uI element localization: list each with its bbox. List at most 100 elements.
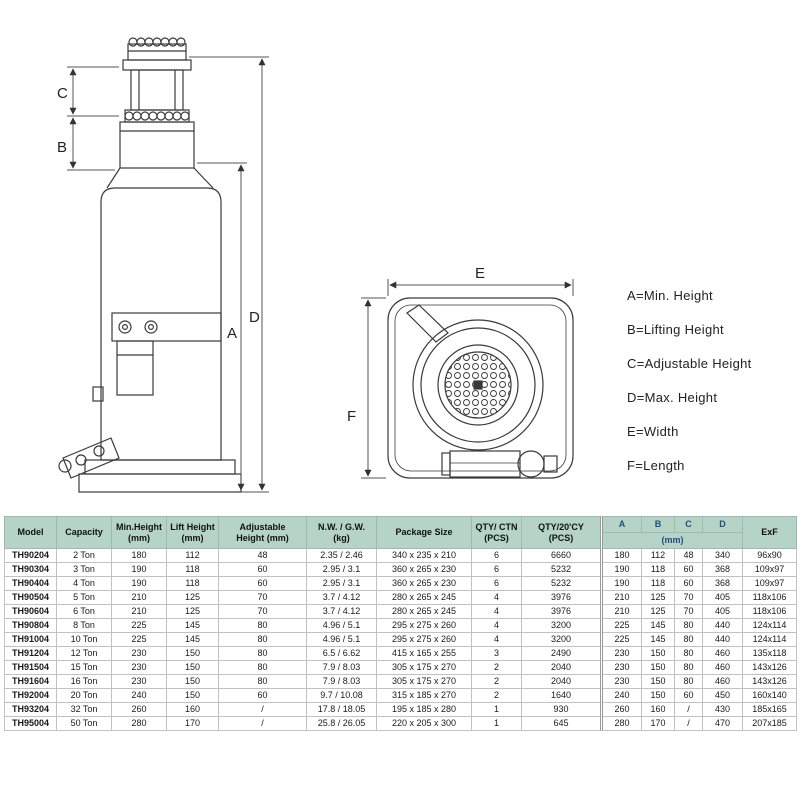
table-cell: 160x140 — [742, 688, 797, 703]
table-cell: 124x114 — [742, 618, 797, 633]
table-cell: 450 — [702, 688, 743, 703]
column-header-c: C — [674, 516, 703, 533]
table-cell: 80 — [674, 660, 703, 675]
table-cell: 145 — [641, 618, 675, 633]
table-cell: 645 — [521, 716, 602, 731]
table-cell: 460 — [702, 660, 743, 675]
table-cell: 7.9 / 8.03 — [306, 660, 377, 675]
table-cell: 109x97 — [742, 576, 797, 591]
table-cell: 260 — [111, 702, 167, 717]
column-header-model: Model — [4, 516, 57, 549]
table-cell: 4 Ton — [56, 576, 112, 591]
table-cell: 125 — [641, 604, 675, 619]
table-cell: 190 — [600, 576, 642, 591]
table-cell: 368 — [702, 576, 743, 591]
table-cell: 240 — [111, 688, 167, 703]
table-cell: TH91004 — [4, 632, 57, 647]
table-cell: 2 — [471, 688, 522, 703]
table-cell: 360 x 265 x 230 — [376, 576, 472, 591]
table-cell: 145 — [166, 632, 219, 647]
table-cell: 25.8 / 26.05 — [306, 716, 377, 731]
table-cell: 124x114 — [742, 632, 797, 647]
column-header-min-height: Min.Height (mm) — [111, 516, 167, 549]
column-header-qty-ctn: QTY/ CTN (PCS) — [471, 516, 522, 549]
table-cell: 118 — [641, 576, 675, 591]
legend-item-f: F=Length — [627, 458, 685, 473]
table-cell: 60 — [218, 576, 307, 591]
table-cell: 1 — [471, 716, 522, 731]
column-header-mm-unit: (mm) — [600, 532, 743, 549]
spec-table-container: Model Capacity Min.Height (mm) Lift Heig… — [4, 516, 797, 731]
table-cell: 150 — [166, 674, 219, 689]
table-cell: 160 — [641, 702, 675, 717]
table-cell: 460 — [702, 646, 743, 661]
table-cell: 118x106 — [742, 604, 797, 619]
table-cell: 17.8 / 18.05 — [306, 702, 377, 717]
table-cell: 190 — [111, 576, 167, 591]
table-cell: / — [674, 716, 703, 731]
table-cell: 280 — [111, 716, 167, 731]
table-cell: 180 — [111, 548, 167, 563]
table-cell: 280 x 265 x 245 — [376, 604, 472, 619]
table-cell: 470 — [702, 716, 743, 731]
table-cell: 185x165 — [742, 702, 797, 717]
table-cell: 2490 — [521, 646, 602, 661]
table-cell: 80 — [674, 618, 703, 633]
table-cell: 118 — [166, 576, 219, 591]
table-cell: 405 — [702, 590, 743, 605]
table-cell: 118x106 — [742, 590, 797, 605]
table-cell: 125 — [166, 604, 219, 619]
table-cell: 80 — [218, 618, 307, 633]
table-cell: 143x126 — [742, 660, 797, 675]
table-cell: 260 — [600, 702, 642, 717]
table-cell: TH90604 — [4, 604, 57, 619]
top-view-drawing: E F — [347, 265, 574, 479]
table-cell: 190 — [111, 562, 167, 577]
legend-item-c: C=Adjustable Height — [627, 356, 752, 371]
table-cell: 220 x 205 x 300 — [376, 716, 472, 731]
table-cell: 170 — [641, 716, 675, 731]
table-cell: 295 x 275 x 260 — [376, 632, 472, 647]
table-cell: 340 x 235 x 210 — [376, 548, 472, 563]
table-cell: 225 — [111, 632, 167, 647]
table-cell: 109x97 — [742, 562, 797, 577]
table-cell: 305 x 175 x 270 — [376, 660, 472, 675]
table-cell: 150 — [641, 674, 675, 689]
table-cell: 6 — [471, 548, 522, 563]
legend-item-e: E=Width — [627, 424, 679, 439]
table-cell: 207x185 — [742, 716, 797, 731]
column-header-adjustable-height: Adjustable Height (mm) — [218, 516, 307, 549]
table-cell: 70 — [674, 590, 703, 605]
table-cell: 150 — [641, 646, 675, 661]
table-cell: 6 — [471, 576, 522, 591]
table-cell: 12 Ton — [56, 646, 112, 661]
table-cell: 80 — [218, 660, 307, 675]
table-cell: TH95004 — [4, 716, 57, 731]
column-header-a: A — [600, 516, 642, 533]
table-cell: 135x118 — [742, 646, 797, 661]
table-cell: 190 — [600, 562, 642, 577]
table-cell: 150 — [166, 646, 219, 661]
table-cell: 48 — [218, 548, 307, 563]
table-cell: 6.5 / 6.62 — [306, 646, 377, 661]
table-cell: TH90504 — [4, 590, 57, 605]
table-cell: 60 — [674, 688, 703, 703]
table-cell: 118 — [641, 562, 675, 577]
table-cell: 3200 — [521, 618, 602, 633]
table-cell: TH90404 — [4, 576, 57, 591]
column-header-lift-height: Lift Height (mm) — [166, 516, 219, 549]
table-cell: TH90204 — [4, 548, 57, 563]
table-cell: 3976 — [521, 590, 602, 605]
table-cell: 2.95 / 3.1 — [306, 562, 377, 577]
table-cell: 210 — [111, 604, 167, 619]
table-cell: 6660 — [521, 548, 602, 563]
